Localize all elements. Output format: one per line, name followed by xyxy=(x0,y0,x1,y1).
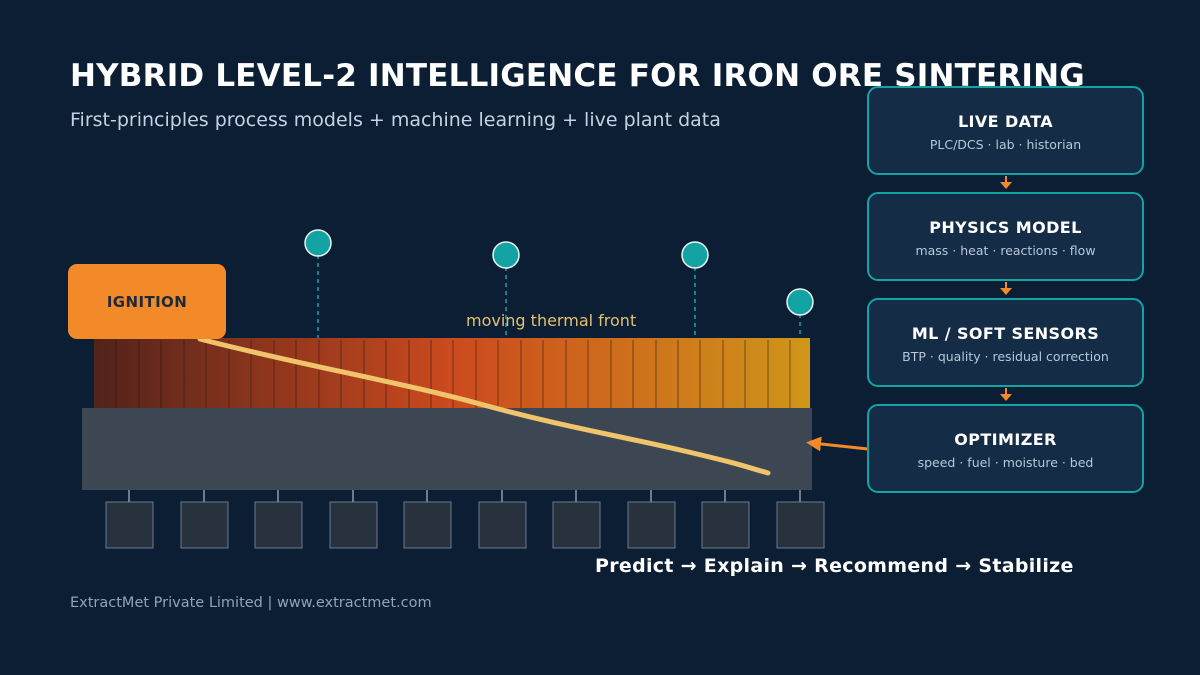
card-title: OPTIMIZER xyxy=(954,430,1057,449)
page-subtitle: First-principles process models + machin… xyxy=(70,109,721,131)
pipeline-card-optimizer: OPTIMIZER speed · fuel · moisture · bed xyxy=(867,404,1144,493)
pipeline-card-live-data: LIVE DATA PLC/DCS · lab · historian xyxy=(867,86,1144,175)
card-title: LIVE DATA xyxy=(957,112,1054,131)
windbox xyxy=(701,501,750,549)
windbox xyxy=(478,501,527,549)
card-subtitle: PLC/DCS · lab · historian xyxy=(929,137,1082,152)
windbox xyxy=(254,501,303,549)
card-title: ML / SOFT SENSORS xyxy=(911,324,1100,343)
circle-sensor-icon xyxy=(681,241,709,269)
arrow-down-icon xyxy=(1000,182,1012,189)
arrow-down-icon xyxy=(1000,394,1012,401)
circle-sensor-icon xyxy=(492,241,520,269)
footer: ExtractMet Private Limited | www.extract… xyxy=(70,595,432,611)
arrow-down-icon xyxy=(1000,288,1012,295)
thermal-front-curve xyxy=(197,336,771,476)
tagline: Predict → Explain → Recommend → Stabiliz… xyxy=(595,555,1074,577)
circle-sensor-icon xyxy=(304,229,332,257)
card-subtitle: mass · heat · reactions · flow xyxy=(915,243,1096,258)
arrow-left-icon xyxy=(806,436,869,452)
pipeline-card-physics-model: PHYSICS MODEL mass · heat · reactions · … xyxy=(867,192,1144,281)
card-subtitle: BTP · quality · residual correction xyxy=(902,349,1109,364)
card-subtitle: speed · fuel · moisture · bed xyxy=(917,455,1094,470)
pipeline-card-ml-soft-sensors: ML / SOFT SENSORS BTP · quality · residu… xyxy=(867,298,1144,387)
thermal-front-label: moving thermal front xyxy=(466,311,637,330)
windbox xyxy=(627,501,676,549)
strand-base xyxy=(82,408,812,490)
ignition-label: IGNITION xyxy=(106,292,188,311)
circle-sensor-icon xyxy=(786,288,814,316)
windbox xyxy=(180,501,229,549)
windbox xyxy=(329,501,378,549)
card-title: PHYSICS MODEL xyxy=(929,218,1082,237)
windbox xyxy=(776,501,825,549)
windbox xyxy=(105,501,154,549)
ignition-hood: IGNITION xyxy=(68,264,226,339)
windbox xyxy=(552,501,601,549)
windbox xyxy=(403,501,452,549)
